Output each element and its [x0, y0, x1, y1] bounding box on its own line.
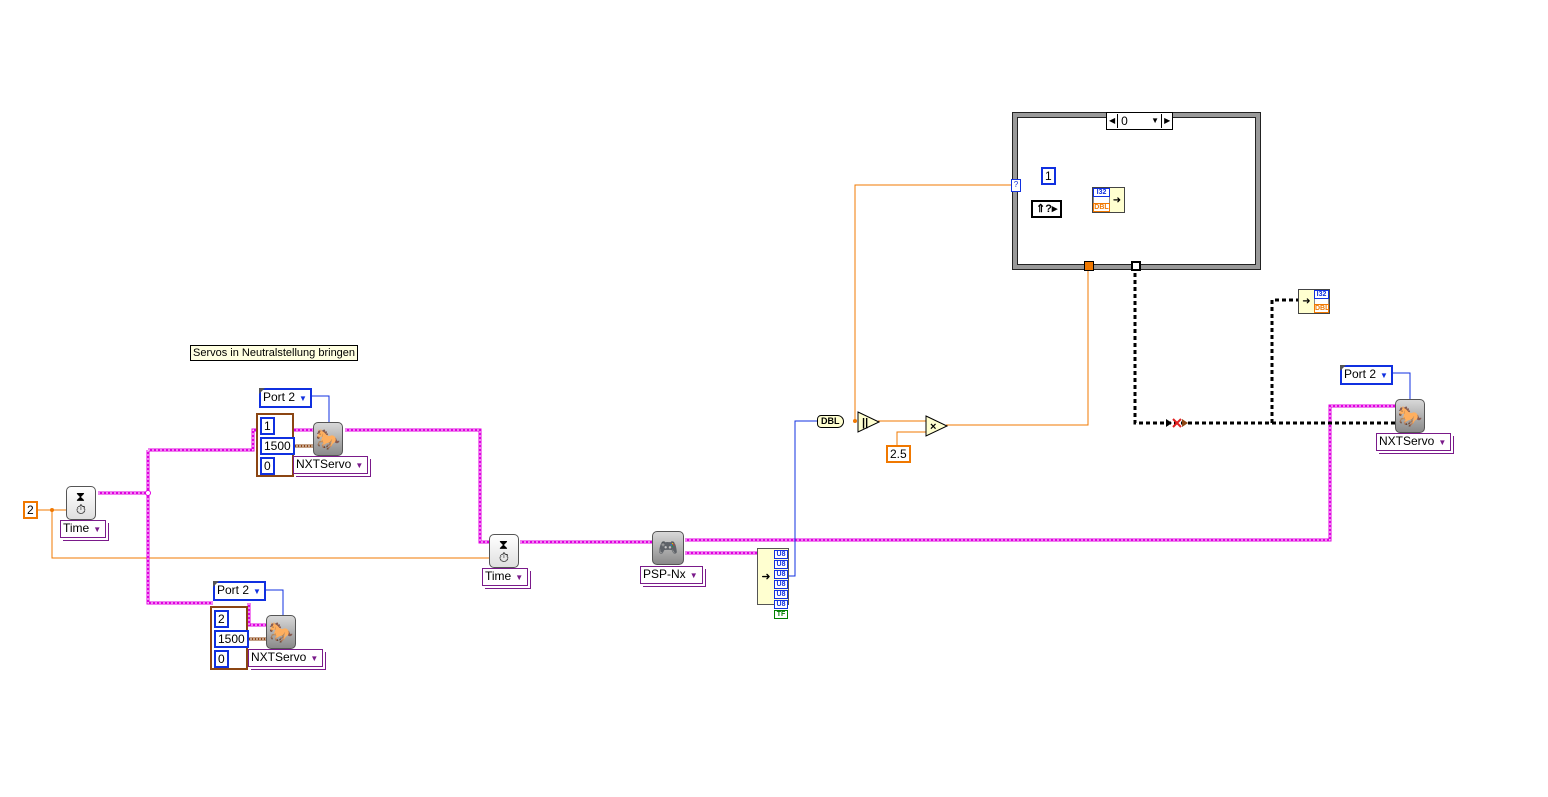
case-structure[interactable]	[1012, 112, 1261, 270]
unbundle-node[interactable]: ➜ U8 U8 U8 U8 U8 U8 TF	[757, 548, 789, 619]
dropdown-arrow-icon[interactable]: ▼	[1151, 116, 1160, 125]
nxt-servo-node[interactable]: 🐎	[1395, 399, 1425, 433]
cluster-value[interactable]: 0	[260, 457, 275, 475]
cluster-value[interactable]: 2	[214, 610, 229, 628]
port-label: Port 2	[217, 583, 250, 597]
unbundle-terminal[interactable]: TF	[774, 610, 788, 619]
servo-cluster-constant[interactable]: 2 1500 0	[210, 606, 249, 670]
dropdown-arrow-icon: ▼	[299, 394, 307, 403]
wait-timer-icon: ⧗⏱	[75, 489, 87, 517]
comment-label: Servos in Neutralstellung bringen	[190, 345, 359, 361]
dropdown-arrow-icon: ▼	[310, 654, 319, 663]
bundle-terminal[interactable]	[1314, 299, 1329, 304]
unbundle-terminal[interactable]: U8	[774, 550, 788, 559]
wire-const-to-multiply	[896, 431, 926, 447]
timer-selector[interactable]: Time▼	[482, 568, 529, 586]
servo-selector-label: NXTServo	[296, 457, 352, 471]
psp-selector[interactable]: PSP-Nx▼	[640, 566, 703, 584]
multiply-function[interactable]: ×	[925, 415, 949, 437]
servo-selector[interactable]: NXTServo▼	[1376, 433, 1452, 451]
nxt-servo-node[interactable]: 🐎	[313, 422, 343, 456]
cluster-value[interactable]: 1	[260, 417, 275, 435]
wait-timer-icon: ⧗⏱	[498, 537, 510, 565]
nxt-servo-node[interactable]: 🐎	[266, 615, 296, 649]
wire-multiply-to-case	[946, 265, 1089, 426]
dropdown-arrow-icon: ▼	[1438, 438, 1447, 447]
arrow-right-icon: ➜	[761, 571, 771, 583]
error-cluster-wires	[1124, 198, 1395, 425]
timer-selector[interactable]: Time▼	[60, 520, 107, 538]
bundle-terminal[interactable]	[1093, 197, 1110, 203]
bundle-terminal[interactable]: DBL	[1093, 203, 1110, 212]
bundle-by-name-node[interactable]: I32 DBL ➜	[1092, 187, 1125, 213]
port-label: Port 2	[1344, 367, 1377, 381]
wire-wait-const-to-timer2	[51, 510, 489, 559]
cluster-value[interactable]: 1500	[214, 630, 249, 648]
bundle-node[interactable]: ➜ I32 DBL	[1298, 289, 1330, 314]
horse-icon: 🐎	[268, 621, 294, 644]
wire-junction	[145, 490, 151, 496]
dropdown-arrow-icon: ▼	[1380, 371, 1388, 380]
increment-case-icon[interactable]: ▶	[1161, 114, 1172, 128]
bundle-terminal[interactable]: DBL	[1314, 304, 1330, 313]
wire-abs-to-case-selector	[854, 184, 1015, 421]
case-selector[interactable]: ◀ 0 ▼ ▶	[1106, 112, 1174, 130]
port-ring-constant[interactable]: Port 2▼	[213, 581, 266, 601]
arrow-right-icon: ➜	[1302, 296, 1311, 307]
horse-icon: 🐎	[315, 428, 341, 451]
broken-wire-icon	[1166, 418, 1188, 428]
unbundle-terminal[interactable]: U8	[774, 580, 788, 589]
multiplier-constant[interactable]: 2.5	[886, 445, 911, 463]
case-selector-value: 0	[1121, 114, 1128, 128]
servo-selector[interactable]: NXTServo▼	[248, 649, 324, 667]
numeric-dbl-wires	[37, 184, 1092, 559]
cluster-value[interactable]: 0	[214, 650, 229, 668]
decrement-case-icon[interactable]: ◀	[1107, 114, 1119, 128]
unbundle-terminal[interactable]: U8	[774, 600, 788, 609]
absolute-value-function[interactable]: ||	[857, 411, 881, 433]
servo-selector-label: NXTServo	[251, 650, 307, 664]
port-ring-constant[interactable]: Port 2▼	[1340, 365, 1393, 385]
wire-junction	[853, 419, 857, 423]
psp-nx-node[interactable]: 🎮	[652, 531, 684, 565]
port-label: Port 2	[263, 390, 296, 404]
case-tunnel[interactable]	[1084, 261, 1094, 271]
unwired-node[interactable]: ⇑?▸	[1031, 200, 1063, 218]
wire-junction	[50, 508, 54, 512]
wait-time-constant[interactable]: 2	[23, 501, 38, 519]
unbundle-terminal[interactable]: U8	[774, 560, 788, 569]
psp-selector-label: PSP-Nx	[643, 567, 686, 581]
bundle-terminal[interactable]: I32	[1093, 188, 1110, 197]
bundle-terminal[interactable]: I32	[1314, 290, 1329, 299]
wait-timer-node[interactable]: ⧗⏱	[66, 486, 96, 520]
cluster-value[interactable]: 1500	[260, 437, 295, 455]
dropdown-arrow-icon: ▼	[515, 573, 524, 582]
multiply-symbol: ×	[930, 421, 936, 433]
to-dbl-conversion[interactable]: DBL	[817, 415, 844, 428]
dropdown-arrow-icon: ▼	[93, 525, 102, 534]
dropdown-arrow-icon: ▼	[355, 461, 364, 470]
servo-selector[interactable]: NXTServo▼	[293, 456, 369, 474]
timer-selector-label: Time	[485, 569, 512, 583]
case-selector-terminal[interactable]: ?	[1011, 179, 1021, 192]
gamepad-icon: 🎮	[658, 540, 678, 557]
port-ring-constant[interactable]: Port 2▼	[259, 388, 312, 408]
int-constant[interactable]: 1	[1041, 167, 1056, 185]
case-tunnel[interactable]	[1131, 261, 1141, 271]
servo-cluster-constant[interactable]: 1 1500 0	[256, 413, 295, 477]
timer-selector-label: Time	[63, 521, 90, 535]
unbundle-terminal[interactable]: U8	[774, 570, 788, 579]
arrow-right-icon: ➜	[1112, 194, 1122, 206]
servo-selector-label: NXTServo	[1379, 434, 1435, 448]
wait-timer-node[interactable]: ⧗⏱	[489, 534, 519, 568]
unbundle-terminal[interactable]: U8	[774, 590, 788, 599]
dropdown-arrow-icon: ▼	[689, 571, 698, 580]
horse-icon: 🐎	[1397, 405, 1423, 428]
dropdown-arrow-icon: ▼	[253, 587, 261, 596]
abs-symbol: ||	[862, 417, 868, 429]
